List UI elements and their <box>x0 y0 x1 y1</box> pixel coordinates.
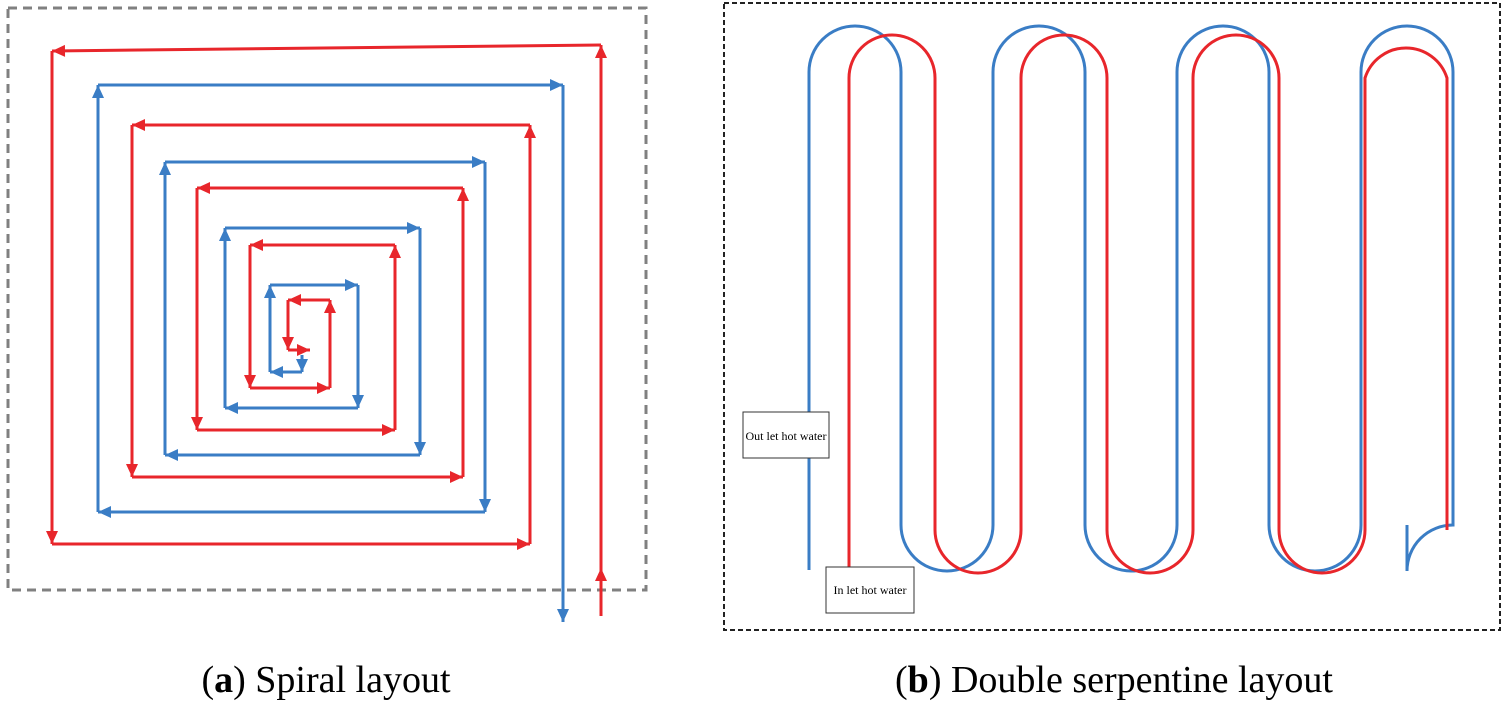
panel-serpentine: Out let hot water In let hot water <box>723 2 1501 631</box>
spiral-red-arrowhead <box>297 344 310 356</box>
spiral-red-arrowhead <box>197 182 210 194</box>
serpentine-frame <box>723 2 1501 631</box>
spiral-red-arrowhead <box>191 417 203 430</box>
spiral-red-arrowhead <box>288 294 301 306</box>
spiral-blue-arrowhead <box>550 79 563 91</box>
spiral-red-arrowhead <box>457 188 469 201</box>
outlet-label-box: Out let hot water <box>742 411 830 459</box>
inlet-label: In let hot water <box>834 583 907 597</box>
spiral-red-arrowhead <box>46 531 58 544</box>
outlet-label: Out let hot water <box>746 429 827 443</box>
spiral-blue-arrowhead <box>407 222 420 234</box>
spiral-red-arrowhead <box>126 464 138 477</box>
spiral-blue-arrowhead <box>165 449 178 461</box>
caption-a: (a) Spiral layout <box>201 659 451 701</box>
inlet-label-box: In let hot water <box>825 566 915 614</box>
spiral-red-arrowhead <box>517 538 530 550</box>
caption-b-text: Double serpentine layout <box>951 659 1333 701</box>
spiral-blue-arrowhead <box>352 395 364 408</box>
spiral-blue-arrowhead <box>225 402 238 414</box>
spiral-blue-arrowhead <box>557 609 569 622</box>
spiral-red-arrowhead <box>282 337 294 350</box>
spiral-blue-arrowhead <box>345 279 358 291</box>
caption-a-label: a <box>214 659 233 701</box>
spiral-red-arrowhead <box>595 45 607 58</box>
panel-spiral <box>6 6 648 622</box>
spiral-red-arrowhead <box>250 239 263 251</box>
spiral-red-arrowhead <box>132 119 145 131</box>
spiral-blue-arrowhead <box>219 228 231 241</box>
caption-b-label: b <box>908 659 929 701</box>
spiral-red-arrowhead <box>389 245 401 258</box>
spiral-red-arrowhead <box>382 424 395 436</box>
spiral-red-arrowhead <box>324 300 336 313</box>
spiral-blue-arrowhead <box>159 162 171 175</box>
serpentine-red-pipe <box>847 33 1449 575</box>
spiral-red-arrowhead <box>450 471 463 483</box>
spiral-red-arrowhead <box>317 382 330 394</box>
spiral-red-arrowhead <box>524 125 536 138</box>
spiral-blue-arrowhead <box>296 359 308 372</box>
serpentine-blue-pipe <box>807 24 1455 573</box>
spiral-blue-arrowhead <box>414 442 426 455</box>
spiral-red-arrowhead <box>52 44 66 57</box>
spiral-red-pipe <box>46 43 607 616</box>
caption-b: (b) Double serpentine layout <box>895 659 1333 701</box>
spiral-red-segment <box>51 43 602 53</box>
spiral-red-arrowhead <box>244 375 256 388</box>
spiral-red-arrowhead <box>595 568 607 581</box>
spiral-blue-arrowhead <box>479 499 491 512</box>
spiral-blue-arrowhead <box>472 156 485 168</box>
spiral-blue-arrowhead <box>98 506 111 518</box>
spiral-blue-arrowhead <box>270 366 283 378</box>
spiral-blue-pipe <box>92 79 569 622</box>
spiral-blue-arrowhead <box>264 285 276 298</box>
caption-a-text: Spiral layout <box>255 659 451 701</box>
spiral-frame <box>6 6 648 592</box>
spiral-blue-arrowhead <box>92 85 104 98</box>
